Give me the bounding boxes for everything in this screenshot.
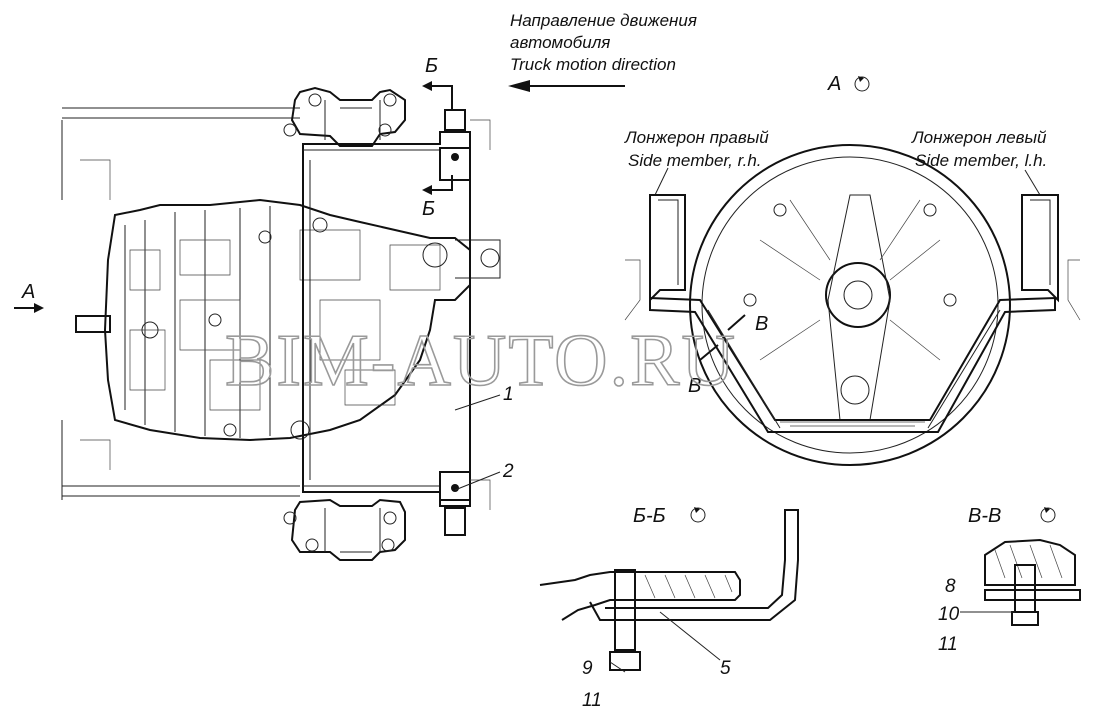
section-bb-title: Б-Б xyxy=(633,505,666,527)
section-b-marker-top: Б xyxy=(425,55,438,77)
section-b-marker-bottom: Б xyxy=(422,198,435,220)
output-flange xyxy=(455,239,501,279)
callout-9: 9 xyxy=(582,658,593,679)
plan-view: А Б Б xyxy=(14,55,514,561)
nut-bb xyxy=(609,651,641,671)
upper-mount xyxy=(283,86,406,147)
direction-label-ru-2: автомобиля xyxy=(510,33,610,52)
section-vv-title: В-В xyxy=(968,505,1001,527)
view-a-marker-left: А xyxy=(21,281,35,303)
lower-mount xyxy=(283,498,406,561)
callout-10: 10 xyxy=(938,604,960,625)
cut-v-upper: В xyxy=(755,313,768,335)
side-member-lh-en: Side member, l.h. xyxy=(915,151,1047,170)
section-bb: Б-Б 9 11 5 xyxy=(539,505,799,711)
input-shaft xyxy=(75,315,111,333)
side-member-left xyxy=(1021,194,1059,303)
crossmember-section xyxy=(589,509,799,621)
output-flange-end xyxy=(825,262,891,328)
cushion-hatching xyxy=(644,574,733,599)
view-a: А Лонжерон правый Side member, r.h. Лонж… xyxy=(624,73,1081,466)
bracket-bottom xyxy=(439,471,471,507)
side-member-rh-ru: Лонжерон правый xyxy=(624,128,769,147)
frame-rail-top xyxy=(62,107,300,119)
callout-1: 1 xyxy=(503,384,514,405)
callout-8: 8 xyxy=(945,576,956,597)
watermark-logo: BIM-AUTO.RU xyxy=(225,320,737,402)
bell-housing xyxy=(689,144,1011,466)
callout-11-vv: 11 xyxy=(938,634,958,655)
frame-rail-bottom xyxy=(62,485,300,497)
side-member-section xyxy=(539,571,741,621)
side-member-lh-ru: Лонжерон левый xyxy=(911,128,1047,147)
bracket-top xyxy=(439,147,471,181)
bolt-bb xyxy=(614,569,636,651)
plate-section xyxy=(984,589,1081,601)
callout-11-bb: 11 xyxy=(582,690,602,711)
view-a-title: А xyxy=(827,73,841,95)
bolt-vv xyxy=(1014,564,1036,613)
motion-direction: Направление движения автомобиля Truck mo… xyxy=(508,11,697,92)
view-rotation-icon xyxy=(854,76,870,92)
callout-2: 2 xyxy=(502,461,514,482)
crossmember-plate xyxy=(302,131,471,501)
side-member-rh-en: Side member, r.h. xyxy=(628,151,762,170)
direction-arrow-icon xyxy=(508,80,530,92)
cut-v-lower: В xyxy=(688,375,701,397)
direction-label-en: Truck motion direction xyxy=(510,55,676,74)
nut-vv xyxy=(1011,611,1039,626)
release-fork xyxy=(827,194,891,421)
side-member-right xyxy=(649,194,686,303)
callout-5: 5 xyxy=(720,658,731,679)
gearbox-housing xyxy=(103,198,471,442)
section-vv: В-В 8 10 11 xyxy=(938,505,1081,655)
cushion-section xyxy=(984,538,1076,586)
direction-label-ru-1: Направление движения xyxy=(510,11,697,30)
